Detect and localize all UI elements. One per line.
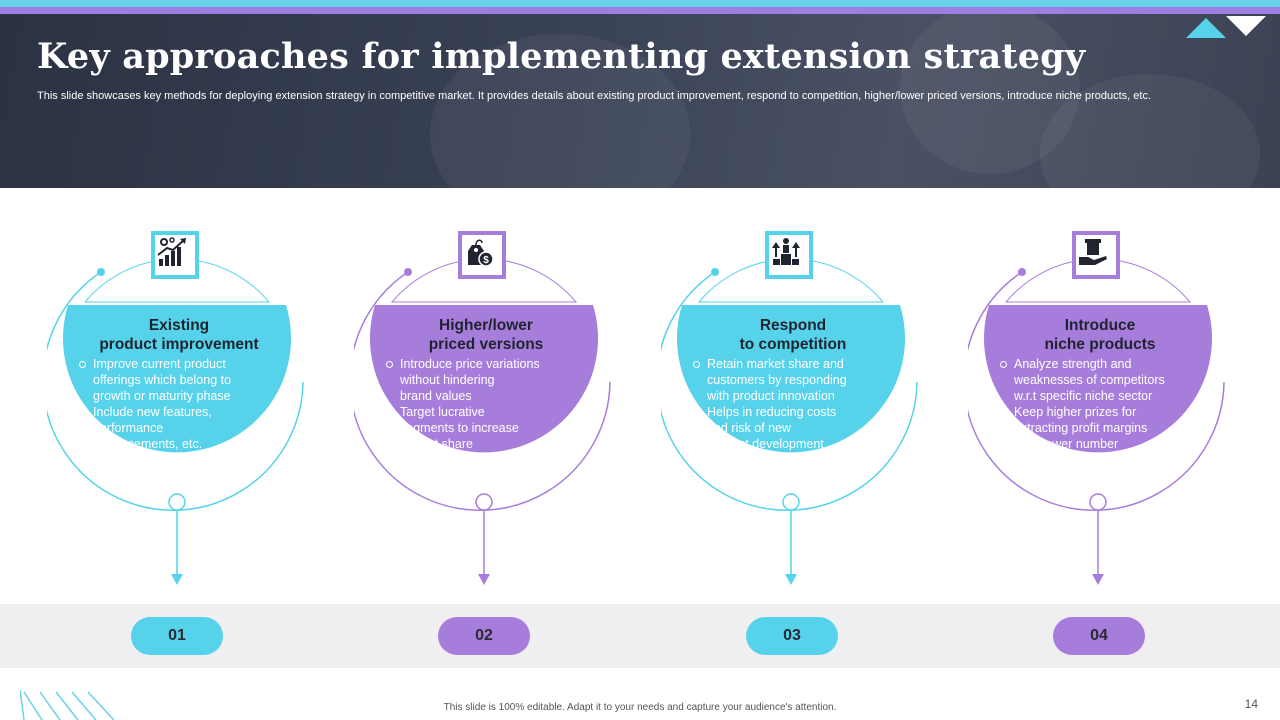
card-bullet: Keep higher prizes for extracting profit… <box>1000 404 1206 468</box>
card-ring-graphic <box>47 258 304 585</box>
card-bullet-list: Introduce price variations without hinde… <box>380 356 592 452</box>
card-bullet: Introduce price variations without hinde… <box>386 356 592 404</box>
card-bullet: Retain market share and customers by res… <box>693 356 899 404</box>
step-number-pill-1: 01 <box>131 617 223 655</box>
card-title: Higher/lower priced versions <box>428 317 544 353</box>
card-bullet-list: Retain market share and customers by res… <box>687 356 899 452</box>
hand-holding-box-icon <box>1072 231 1120 279</box>
step-number-pill-4: 04 <box>1053 617 1145 655</box>
card-ring-graphic <box>968 258 1225 585</box>
approach-card-4: Introduce niche products Analyze strengt… <box>968 225 1228 590</box>
card-ring-graphic <box>661 258 918 585</box>
slide-title: Key approaches for implementing extensio… <box>37 36 1086 77</box>
banner-background-shape <box>900 14 1080 174</box>
card-text-block: Higher/lower priced versions Introduce p… <box>380 316 592 452</box>
page-number: 14 <box>1244 697 1258 711</box>
svg-text:$: $ <box>483 255 489 266</box>
card-ring-graphic <box>354 258 611 585</box>
card-bullet: Helps in reducing costs and risk of new … <box>693 404 899 452</box>
card-text-block: Respond to competition Retain market sha… <box>687 316 899 452</box>
card-title: Existing product improvement <box>99 317 259 353</box>
step-number-pill-2: 02 <box>438 617 530 655</box>
podium-arrows-icon <box>765 231 813 279</box>
price-tag-dollar-icon: $ <box>458 231 506 279</box>
diagonal-hatch-decoration <box>20 690 115 720</box>
slide-subtitle: This slide showcases key methods for dep… <box>37 90 1152 102</box>
header-banner <box>0 14 1280 188</box>
card-bullet: Analyze strength and weaknesses of compe… <box>1000 356 1206 404</box>
approach-card-2: $ Higher/lower priced versions Introduce… <box>354 225 614 590</box>
approach-card-3: Respond to competition Retain market sha… <box>661 225 921 590</box>
top-accent-bar-purple <box>0 7 1280 14</box>
card-bullet: Target lucrative segments to increase ma… <box>386 404 592 452</box>
growth-chart-gears-icon <box>151 231 199 279</box>
top-accent-bar-cyan <box>0 0 1280 7</box>
banner-background-shape <box>430 34 690 188</box>
card-title: Respond to competition <box>739 317 847 353</box>
card-title: Introduce niche products <box>1044 317 1156 353</box>
footer-note: This slide is 100% editable. Adapt it to… <box>443 702 837 713</box>
card-bullet: Improve current product offerings which … <box>79 356 285 404</box>
approach-card-1: Existing product improvement Improve cur… <box>47 225 307 590</box>
card-bullet-list: Analyze strength and weaknesses of compe… <box>994 356 1206 468</box>
step-number-pill-3: 03 <box>746 617 838 655</box>
corner-triangles-decoration <box>1186 16 1266 38</box>
card-text-block: Introduce niche products Analyze strengt… <box>994 316 1206 468</box>
card-text-block: Existing product improvement Improve cur… <box>73 316 285 452</box>
card-bullet: Include new features, performance enhanc… <box>79 404 285 452</box>
card-bullet-list: Improve current product offerings which … <box>73 356 285 452</box>
